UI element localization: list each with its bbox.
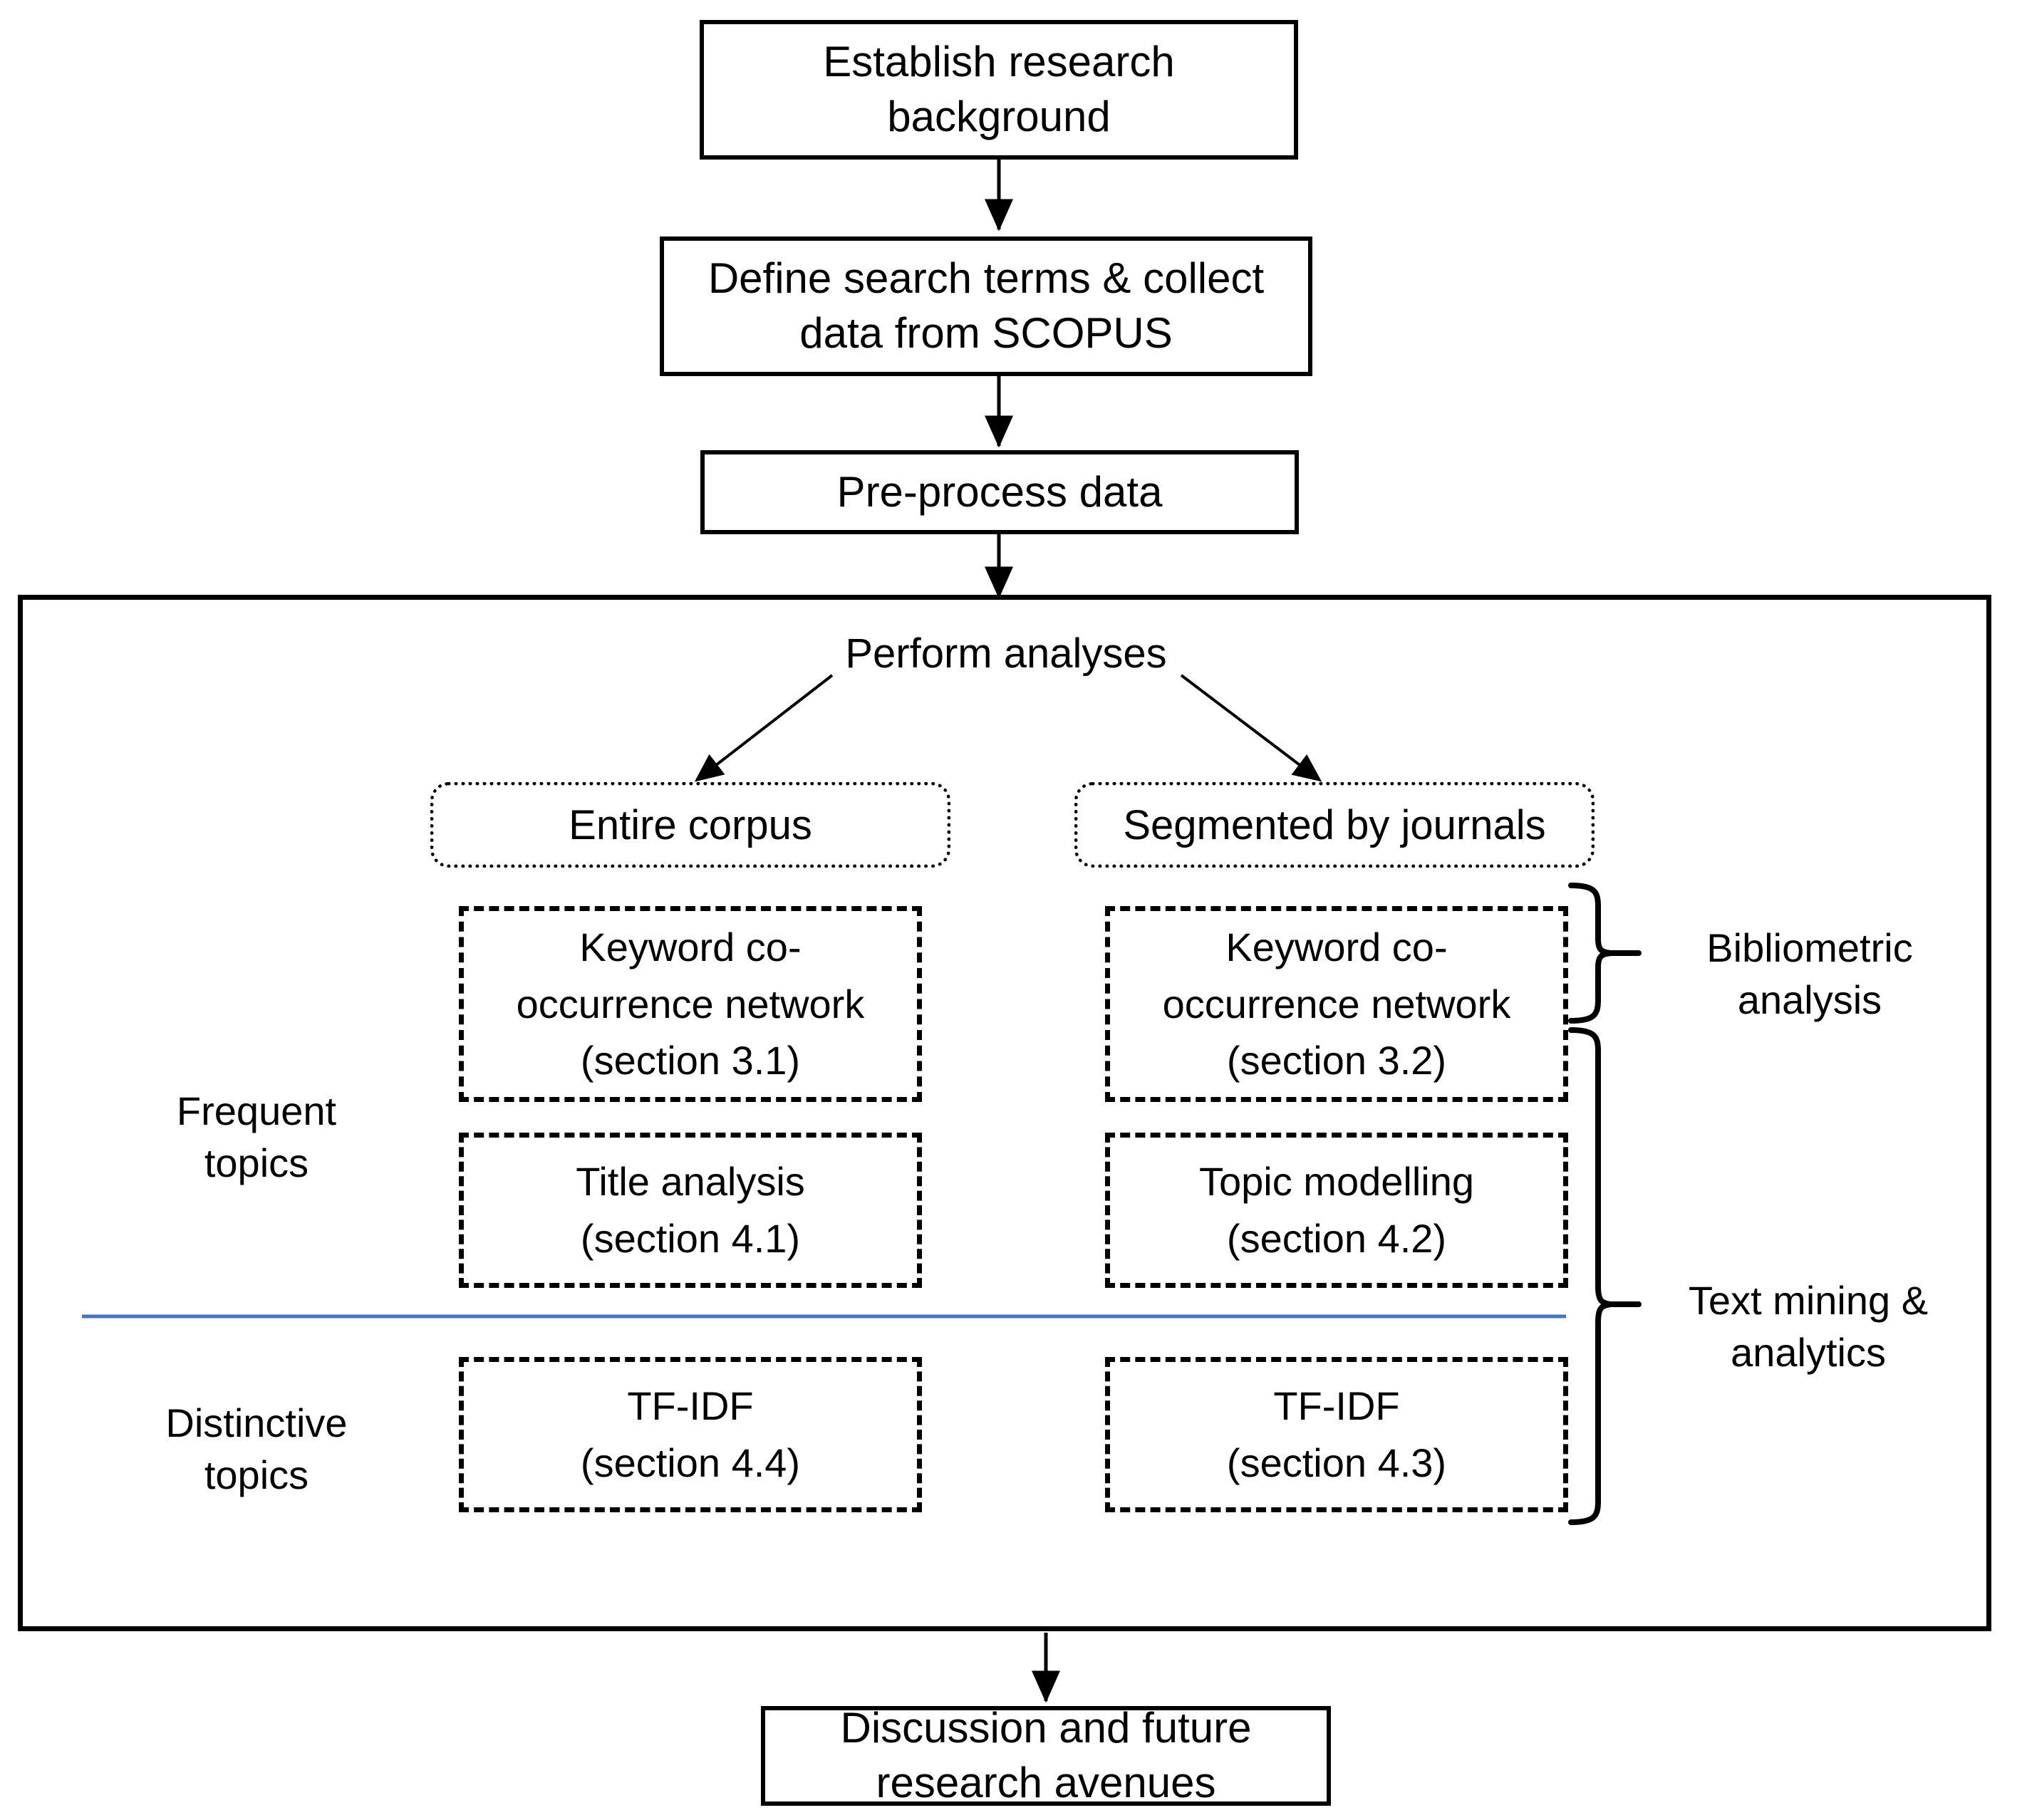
step-define-search-terms[interactable]: Define search terms & collect data from … [660,236,1312,376]
step-discussion-future-research[interactable]: Discussion and future research avenues [761,1704,1331,1806]
row-label-distinctive-topics: Distinctive topics [165,1400,348,1497]
analysis-section-container [18,595,1991,1631]
step-establish-research-background[interactable]: Establish research background [700,20,1298,160]
method-keyword-cooccurrence-segmented[interactable]: Keyword co- occurrence network (section … [1105,906,1568,1102]
corpus-group-entire-corpus[interactable]: Entire corpus [430,782,950,868]
row-label-frequent-topics: Frequent topics [176,1088,337,1185]
method-tfidf-entire-corpus[interactable]: TF-IDF (section 4.4) [459,1357,922,1512]
brace-label-bibliometric-analysis: Bibliometric analysis [1706,925,1913,1022]
method-keyword-cooccurrence-entire-corpus[interactable]: Keyword co- occurrence network (section … [459,906,922,1102]
brace-label-text-mining-analytics: Text mining & analytics [1688,1278,1929,1375]
method-title-analysis[interactable]: Title analysis (section 4.1) [459,1133,922,1288]
corpus-group-segmented-by-journals[interactable]: Segmented by journals [1074,782,1595,868]
perform-analyses-label: Perform analyses [845,630,1167,677]
method-tfidf-segmented[interactable]: TF-IDF (section 4.3) [1105,1357,1568,1512]
method-topic-modelling[interactable]: Topic modelling (section 4.2) [1105,1133,1568,1288]
step-pre-process-data[interactable]: Pre-process data [700,450,1299,534]
